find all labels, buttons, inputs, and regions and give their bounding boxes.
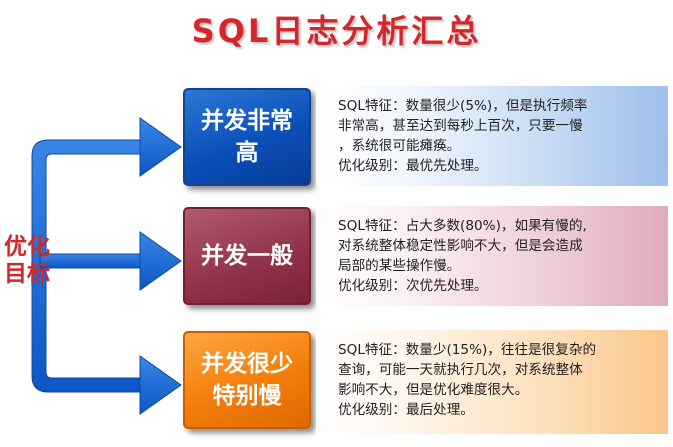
arrow-head-bottom bbox=[139, 355, 182, 415]
category-label-line: 特别慢 bbox=[212, 383, 282, 409]
category-label-line: 高 bbox=[235, 140, 259, 166]
category-label-line: 并发非常 bbox=[201, 108, 293, 134]
category-label-line: 并发很少 bbox=[201, 351, 293, 377]
description-line: 优化级别：次优先处理。 bbox=[338, 278, 488, 294]
description-normal-concurrency: SQL特征：占大多数(80%)，如果有慢的, 对系统整体稳定性影响不大，但是会造… bbox=[316, 206, 668, 306]
description-line: ，系统很可能瘫痪。 bbox=[338, 138, 461, 154]
description-line: 局部的某些操作慢。 bbox=[338, 258, 461, 274]
description-line: 优化级别：最后处理。 bbox=[338, 402, 474, 418]
optimization-goal-label: 优化目标 bbox=[4, 234, 50, 287]
description-line: 查询，可能一天就执行几次，对系统整体 bbox=[338, 362, 583, 378]
category-label-line: 并发一般 bbox=[201, 243, 293, 269]
description-low-concurrency-slow: SQL特征：数量少(15%)，往往是很复杂的 查询，可能一天就执行几次，对系统整… bbox=[316, 330, 668, 434]
category-normal-concurrency: 并发一般 bbox=[183, 207, 311, 305]
description-line: SQL特征：数量少(15%)，往往是很复杂的 bbox=[338, 342, 597, 358]
arrow-trunk bbox=[31, 139, 147, 393]
description-line: 非常高，甚至达到每秒上百次，只要一慢 bbox=[338, 118, 583, 134]
description-line: 优化级别：最优先处理。 bbox=[338, 158, 488, 174]
category-high-concurrency: 并发非常 高 bbox=[183, 88, 311, 186]
description-line: 影响不大，但是优化难度很大。 bbox=[338, 382, 529, 398]
description-line: SQL特征：占大多数(80%)，如果有慢的, bbox=[338, 218, 587, 234]
arrow-head-middle bbox=[139, 231, 182, 291]
category-low-concurrency-slow: 并发很少 特别慢 bbox=[183, 331, 311, 429]
description-line: 对系统整体稳定性影响不大，但是会造成 bbox=[338, 238, 583, 254]
description-high-concurrency: SQL特征：数量很少(5%)，但是执行频率 非常高，甚至达到每秒上百次，只要一慢… bbox=[316, 86, 668, 186]
description-line: SQL特征：数量很少(5%)，但是执行频率 bbox=[338, 98, 588, 114]
page-title: SQL日志分析汇总 bbox=[191, 12, 482, 50]
arrow-head-top bbox=[139, 117, 182, 177]
